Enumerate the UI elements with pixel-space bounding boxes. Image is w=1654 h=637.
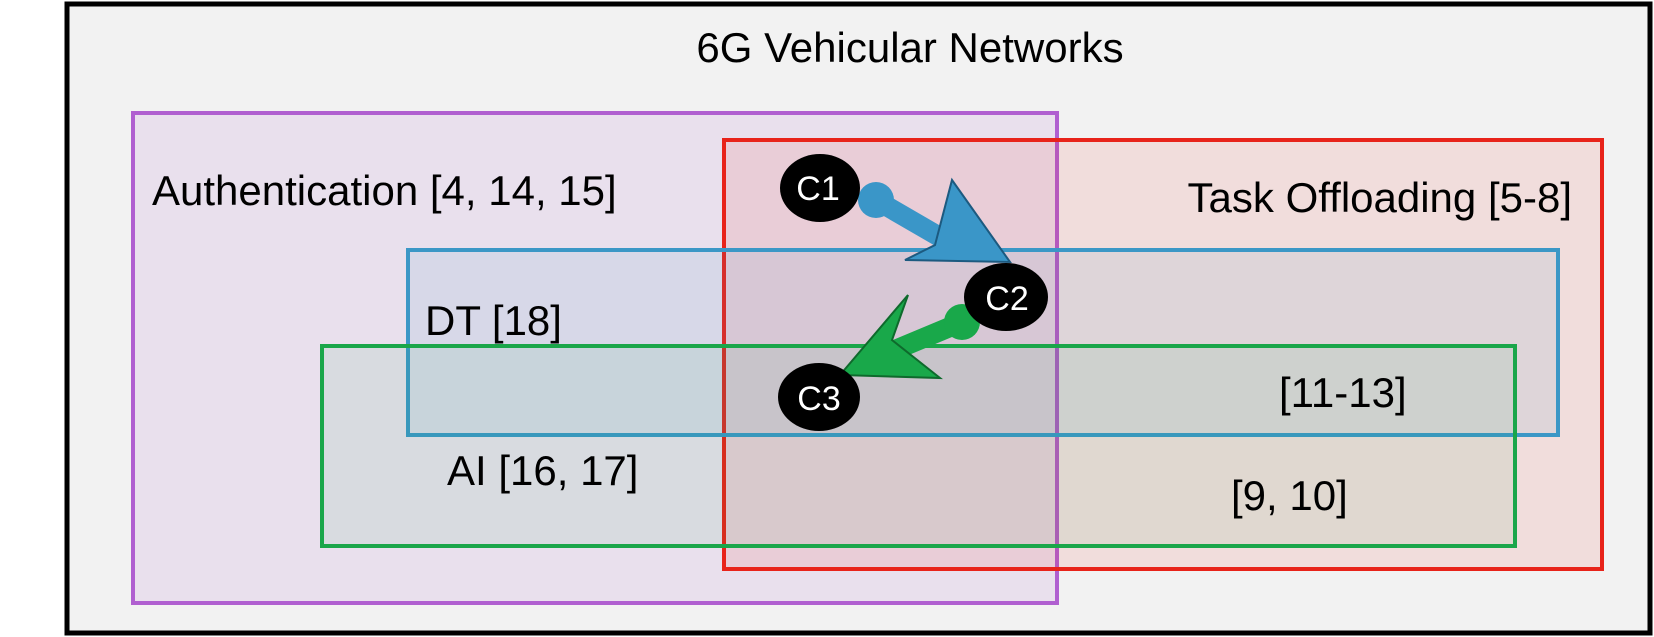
- challenge-c2: C2: [964, 263, 1048, 331]
- challenge-c1: C1: [780, 154, 860, 222]
- challenge-c1-label: C1: [796, 170, 839, 208]
- challenge-c3-badge: [778, 363, 860, 431]
- diagram-title: 6G Vehicular Networks: [696, 24, 1123, 71]
- arrow-c2-c3-head: [837, 294, 943, 380]
- challenge-c1-badge: [780, 154, 860, 222]
- task-offloading-label: Task Offloading [5-8]: [1188, 174, 1572, 221]
- ai-region: [320, 344, 1517, 548]
- challenge-c3: C3: [778, 363, 860, 431]
- challenge-c2-badge: [964, 263, 1048, 331]
- authentication-label: Authentication [4, 14, 15]: [152, 167, 617, 214]
- intersection-label-dt-ai-offloading: [11-13]: [1279, 369, 1407, 416]
- arrow-c1-c2-head: [904, 177, 1012, 264]
- intersection-label-ai-offloading: [9, 10]: [1231, 472, 1348, 519]
- arrow-c1-c2-tail: [858, 182, 894, 218]
- dt-label: DT [18]: [425, 297, 562, 344]
- challenge-c3-label: C3: [797, 380, 840, 418]
- arrow-c2-to-c3: [837, 294, 980, 380]
- ai-label: AI [16, 17]: [447, 447, 638, 494]
- arrow-c1-to-c2: [858, 177, 1012, 264]
- challenge-c2-label: C2: [985, 280, 1028, 318]
- outer-frame: [64, 1, 1653, 636]
